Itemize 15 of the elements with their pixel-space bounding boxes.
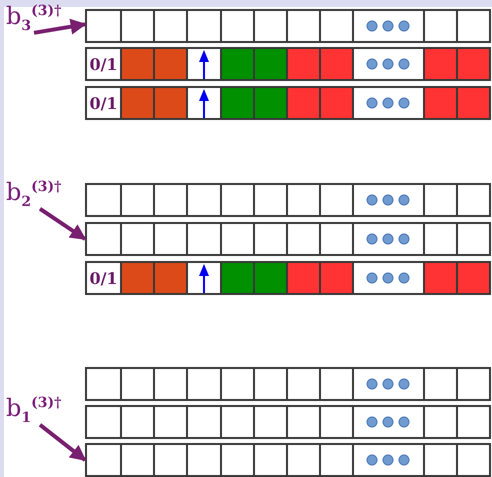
register-row bbox=[85, 86, 491, 120]
register-row bbox=[85, 367, 491, 401]
register-row bbox=[85, 443, 491, 477]
bit-value: 0/1 bbox=[87, 263, 120, 293]
bit-value: 0/1 bbox=[87, 49, 120, 79]
register-row bbox=[85, 9, 491, 43]
bit-value: 0/1 bbox=[87, 88, 120, 118]
register-row bbox=[85, 222, 491, 256]
register-row bbox=[85, 261, 491, 295]
arrow bbox=[38, 207, 86, 241]
register-row bbox=[85, 183, 491, 217]
register-row bbox=[85, 405, 491, 439]
register-row bbox=[85, 47, 491, 81]
arrow bbox=[38, 423, 86, 462]
arrow bbox=[34, 18, 87, 35]
